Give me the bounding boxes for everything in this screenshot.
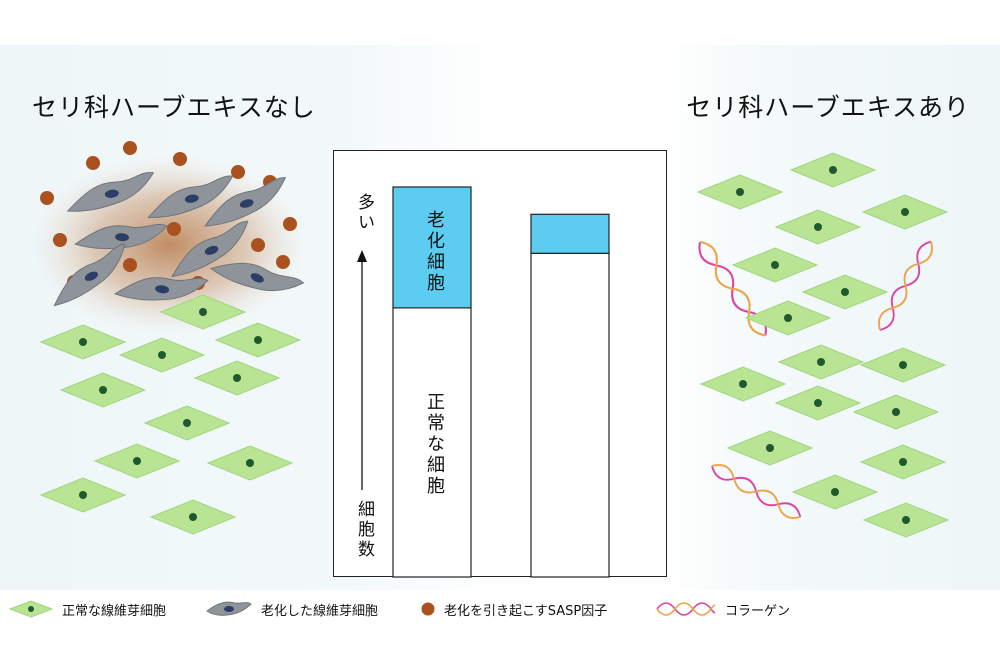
cell-count-chart: [333, 150, 667, 577]
bar-senescent-with: [530, 213, 610, 254]
legend-label-senescent: 老化した線維芽細胞: [261, 603, 379, 619]
bar-normal-with: [530, 252, 610, 578]
legend-item-sasp: 老化を引き起こすSASP因子: [420, 597, 607, 621]
legend: 正常な線維芽細胞 老化した線維芽細胞 老化を引き起こすSASP因子 コラーゲン: [0, 597, 1000, 621]
senescent-bar-label: 老化細胞: [424, 210, 445, 294]
normal-bar-label: 正常な細胞: [424, 392, 445, 497]
bar-normal-without: [392, 307, 472, 578]
axis-arrow-head: [357, 250, 367, 262]
senescent-fibroblast-icon: [206, 601, 252, 616]
axis-bottom-label: 細胞数: [354, 500, 374, 560]
legend-label-collagen: コラーゲン: [725, 603, 791, 619]
legend-label-normal: 正常な線維芽細胞: [62, 603, 167, 619]
legend-item-collagen: コラーゲン: [655, 597, 790, 621]
axis-top-label: 多い: [354, 193, 374, 233]
title-with-extract: セリ科ハーブエキスあり: [686, 93, 970, 122]
legend-label-sasp: 老化を引き起こすSASP因子: [444, 603, 608, 619]
sasp-factor-icon: [421, 602, 435, 616]
legend-item-normal: 正常な線維芽細胞: [8, 597, 166, 621]
collagen-icon: [656, 602, 716, 616]
bar-senescent-without: [392, 186, 472, 309]
legend-item-senescent: 老化した線維芽細胞: [205, 597, 378, 621]
normal-fibroblast-icon: [8, 600, 54, 618]
title-without-extract: セリ科ハーブエキスなし: [32, 93, 316, 122]
